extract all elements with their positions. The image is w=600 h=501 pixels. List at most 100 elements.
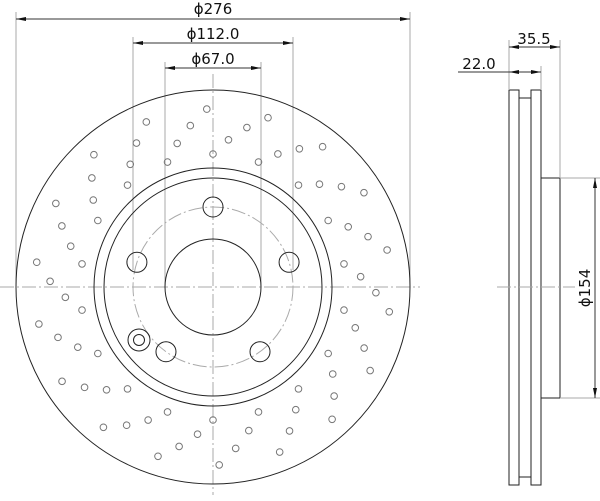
drilled-hole xyxy=(294,385,303,393)
drilled-hole xyxy=(35,320,43,328)
drilled-hole xyxy=(264,113,272,122)
height-label: 35.5 xyxy=(517,30,550,48)
drilled-hole xyxy=(73,343,82,351)
drilled-hole xyxy=(215,461,224,469)
drilled-hole xyxy=(372,288,380,297)
drilled-hole xyxy=(132,139,141,147)
drilled-hole xyxy=(295,144,304,153)
drilled-hole xyxy=(324,216,332,225)
drilled-hole xyxy=(32,258,41,267)
drilled-hole xyxy=(360,344,368,352)
drilled-hole xyxy=(231,444,240,453)
hat-section xyxy=(540,177,561,399)
center-bore xyxy=(164,238,262,336)
drilled-hole xyxy=(202,105,211,113)
drilled-hole xyxy=(186,121,195,130)
bolt-hole xyxy=(249,341,271,363)
drilled-hole xyxy=(243,123,251,132)
drilled-hole xyxy=(366,366,374,375)
front-dimensions xyxy=(16,17,410,70)
drilled-hole xyxy=(209,150,217,158)
drilled-hole xyxy=(46,277,54,286)
bolt-circle xyxy=(132,206,294,368)
disc-front-view xyxy=(15,89,411,485)
drilled-hole xyxy=(99,423,108,432)
drilled-hole xyxy=(315,180,324,188)
drilled-hole xyxy=(52,199,60,208)
bolt-hole xyxy=(202,196,224,218)
drilled-hole xyxy=(94,216,102,225)
drilled-hole xyxy=(94,349,102,358)
drilled-hole xyxy=(123,181,132,189)
drilled-hole xyxy=(193,430,202,438)
bore-diameter-label: ϕ67.0 xyxy=(191,50,234,68)
bolt-hole xyxy=(278,251,300,273)
drilled-hole xyxy=(385,307,394,316)
bolt-hole xyxy=(126,251,148,273)
drilled-hole xyxy=(294,181,303,189)
drilled-hole xyxy=(154,452,162,461)
disc-side-view xyxy=(497,89,575,486)
drilled-hole xyxy=(88,174,96,182)
bolt-circle-label: ϕ112.0 xyxy=(187,25,240,43)
drilled-hole xyxy=(78,260,86,268)
drilled-hole xyxy=(61,293,70,302)
outer-rim xyxy=(15,89,411,485)
drilled-hole xyxy=(245,426,253,435)
drilled-hole xyxy=(254,158,263,166)
drilled-hole xyxy=(344,223,353,231)
drilled-hole xyxy=(224,136,233,144)
drilled-hole xyxy=(328,415,336,424)
drilled-hole xyxy=(66,242,75,251)
hat-diameter-label: ϕ154 xyxy=(576,269,594,308)
drilled-hole xyxy=(90,150,98,159)
drilled-hole xyxy=(126,160,135,169)
drilled-hole xyxy=(89,196,98,204)
drilled-hole xyxy=(318,142,327,151)
drilled-hole xyxy=(80,383,89,392)
drilled-hole xyxy=(142,118,151,126)
drilled-hole xyxy=(324,349,332,358)
side-dimensions xyxy=(458,45,597,398)
drilled-hole xyxy=(175,442,183,451)
drilled-hole xyxy=(351,323,360,332)
drilled-hole xyxy=(340,260,348,268)
drilled-hole xyxy=(58,222,66,230)
drilled-hole xyxy=(209,416,217,424)
drilled-hole xyxy=(328,370,337,378)
drilled-hole xyxy=(58,377,66,386)
hat-inner-circle xyxy=(103,177,323,397)
drilled-hole xyxy=(173,139,181,148)
drilled-hole xyxy=(364,232,372,241)
outer-diameter-label: ϕ276 xyxy=(194,0,233,18)
drilled-hole xyxy=(285,427,294,435)
drilled-hole xyxy=(123,385,132,393)
bolt-hole xyxy=(155,341,177,363)
drilled-hole xyxy=(275,448,284,456)
extension-lines xyxy=(0,12,420,495)
drilled-hole xyxy=(254,408,263,416)
hat-outer-circle xyxy=(93,167,333,407)
drilled-hole xyxy=(163,408,172,416)
locating-hole-inner xyxy=(133,334,145,346)
drilled-hole xyxy=(340,306,348,314)
drilled-hole xyxy=(274,150,282,158)
drilled-hole xyxy=(330,392,338,400)
locating-hole-outer xyxy=(127,328,151,352)
drilled-hole xyxy=(291,405,300,414)
drilled-hole xyxy=(102,386,111,394)
thickness-label: 22.0 xyxy=(462,55,495,73)
drilled-hole xyxy=(54,333,62,342)
drilled-hole xyxy=(144,416,152,424)
drilled-hole xyxy=(78,306,86,314)
cross-drilled-holes xyxy=(32,105,394,469)
drilled-hole xyxy=(122,421,131,430)
side-extension-lines xyxy=(508,40,600,399)
drilled-hole xyxy=(356,272,365,281)
drilled-hole xyxy=(383,246,391,254)
drilled-hole xyxy=(163,158,172,166)
drilled-hole xyxy=(337,182,346,191)
bolt-holes xyxy=(126,196,300,363)
drilled-hole xyxy=(360,188,368,197)
